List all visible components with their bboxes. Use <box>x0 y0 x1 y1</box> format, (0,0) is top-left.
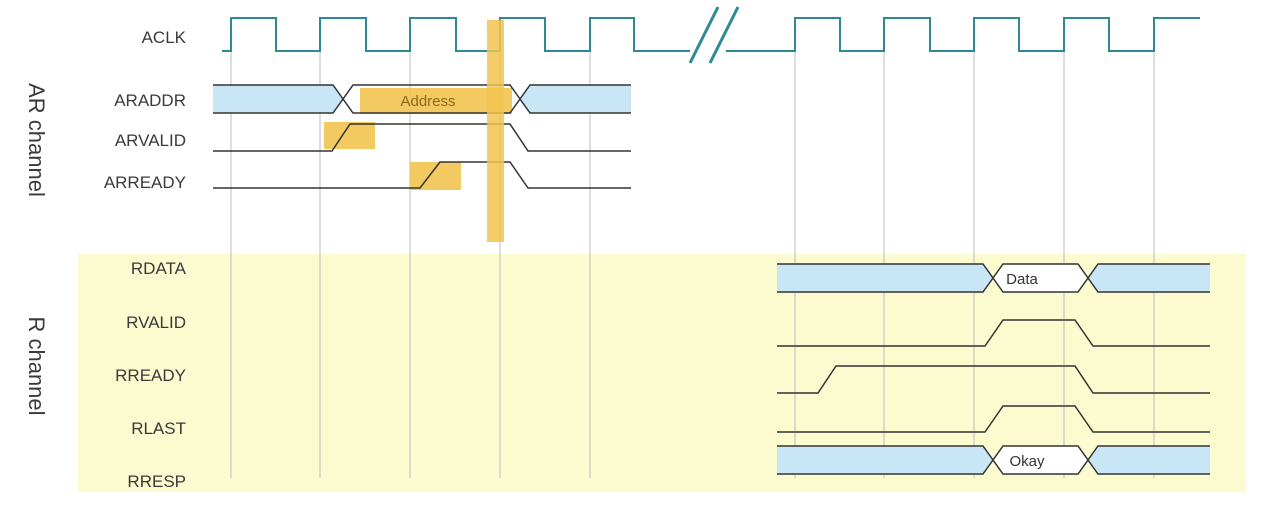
handshake-highlight-bar <box>487 20 504 242</box>
signal-label-aclk: ACLK <box>142 28 187 47</box>
arready-assert-highlight <box>410 162 461 190</box>
aclk-waveform <box>222 17 690 52</box>
rdata-bus-valid <box>992 263 1089 293</box>
arready-waveform <box>213 161 631 189</box>
rdata-bus <box>777 263 1210 293</box>
signal-label-rready: RREADY <box>115 366 186 385</box>
signal-label-rvalid: RVALID <box>126 313 186 332</box>
signal-label-araddr: ARADDR <box>114 91 186 110</box>
signal-label-rresp: RRESP <box>127 472 186 491</box>
signal-label-rdata: RDATA <box>131 259 187 278</box>
arvalid-waveform <box>213 123 631 152</box>
rdata-bus-after <box>1087 263 1210 293</box>
rdata-bus-before <box>777 263 994 293</box>
rresp-bus <box>777 445 1210 475</box>
araddr-value-label: Address <box>400 93 455 110</box>
break-mark <box>708 6 740 64</box>
arvalid-assert-highlight <box>324 122 375 149</box>
signal-label-arvalid: ARVALID <box>115 131 186 150</box>
araddr-bus <box>213 84 631 114</box>
r-channel-label: R channel <box>24 316 49 415</box>
araddr-bus-valid <box>342 84 521 114</box>
signal-label-rlast: RLAST <box>131 419 186 438</box>
aclk-waveform-2 <box>726 17 1200 52</box>
clock-break-marks <box>688 6 740 64</box>
rresp-bus-valid <box>992 445 1089 475</box>
rdata-value-label: Data <box>1006 271 1038 288</box>
araddr-bus-before <box>213 84 344 114</box>
rresp-bus-before <box>777 445 994 475</box>
break-mark <box>688 6 720 64</box>
signal-label-arready: ARREADY <box>104 173 186 192</box>
araddr-address-highlight <box>360 88 512 114</box>
rresp-value-label: Okay <box>1009 453 1045 470</box>
rready-waveform <box>777 365 1210 394</box>
araddr-bus-after <box>519 84 631 114</box>
ar-channel-label: AR channel <box>24 83 49 197</box>
rvalid-waveform <box>777 319 1210 347</box>
rresp-bus-after <box>1087 445 1210 475</box>
rlast-waveform <box>777 405 1210 433</box>
